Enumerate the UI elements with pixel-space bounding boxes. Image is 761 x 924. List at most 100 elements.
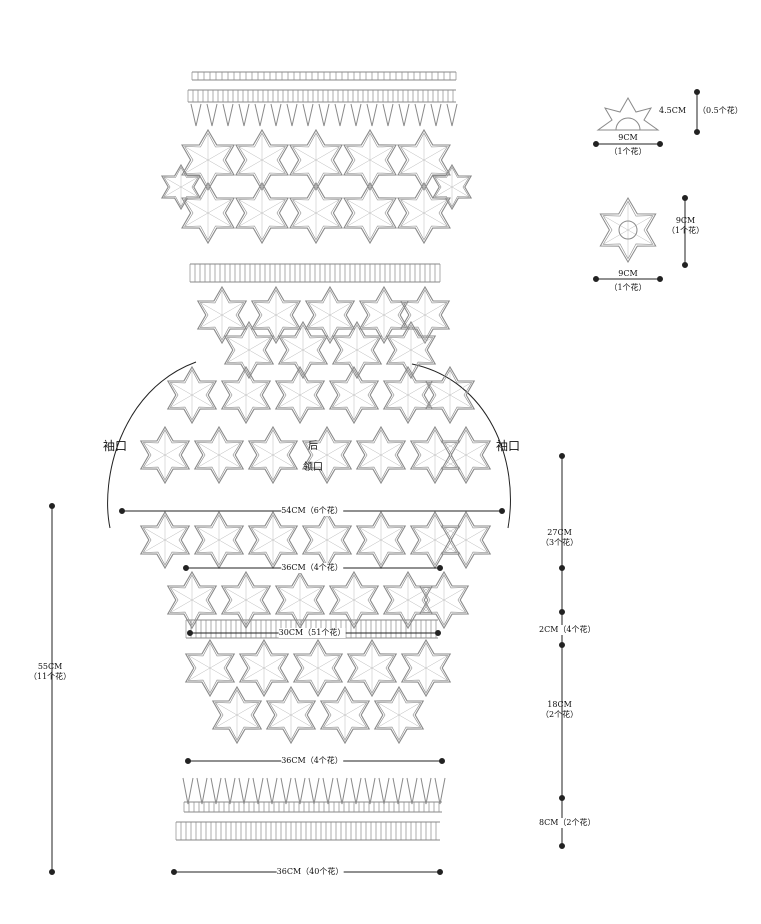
dim-dot bbox=[657, 141, 663, 147]
waist-band bbox=[185, 619, 438, 639]
motif-spoke bbox=[424, 314, 447, 328]
full-motif-width-label: 9CM bbox=[618, 269, 638, 278]
motif-outline bbox=[196, 285, 248, 345]
dim-dot bbox=[593, 276, 599, 282]
back-label: 后 bbox=[308, 441, 318, 452]
motif-flower bbox=[235, 181, 289, 245]
dim-dot bbox=[559, 609, 565, 615]
picot bbox=[336, 777, 348, 805]
motif-outline bbox=[409, 425, 461, 485]
segment-18-label: 18CM （2个花） bbox=[541, 700, 578, 720]
motif-spoke bbox=[451, 186, 470, 198]
motif-spoke bbox=[323, 714, 346, 728]
motif-flower bbox=[328, 365, 380, 425]
motif-flower bbox=[289, 181, 343, 245]
motif-spoke bbox=[407, 382, 430, 396]
motif-flower bbox=[166, 365, 218, 425]
motif-spoke bbox=[207, 146, 232, 161]
motif-spoke bbox=[410, 349, 433, 363]
neckline-label: 领口 bbox=[303, 462, 323, 473]
total-length-label: 55CM （11个花） bbox=[29, 662, 71, 682]
motif-outline bbox=[184, 638, 236, 698]
motif-outline bbox=[274, 365, 326, 425]
motif-flower bbox=[440, 425, 492, 485]
motif-outline bbox=[277, 320, 329, 380]
motif-spoke bbox=[465, 442, 488, 456]
motif-spoke bbox=[236, 714, 259, 728]
motif-spoke bbox=[449, 382, 472, 396]
motif-spoke bbox=[218, 442, 241, 456]
motif-spoke bbox=[346, 159, 371, 174]
motif-spoke bbox=[424, 302, 447, 316]
motif-flower bbox=[355, 510, 407, 570]
motif-spoke bbox=[410, 337, 433, 351]
motif-spoke bbox=[400, 159, 425, 174]
motif-spoke bbox=[292, 159, 317, 174]
motif-flower bbox=[418, 570, 470, 630]
motif-spoke bbox=[326, 442, 349, 456]
motif-flower bbox=[193, 510, 245, 570]
motif-spoke bbox=[359, 527, 382, 541]
motif-spoke bbox=[315, 199, 340, 214]
picot bbox=[182, 777, 194, 805]
motif-flower bbox=[400, 638, 452, 698]
mid-band-1 bbox=[189, 263, 441, 283]
dim-dot bbox=[437, 869, 443, 875]
motif-spoke bbox=[423, 146, 448, 161]
motif-spoke bbox=[296, 655, 319, 669]
motif-flower-edge bbox=[431, 163, 473, 211]
motif-spoke bbox=[164, 454, 187, 468]
width-30-label: 30CM（51个花） bbox=[278, 628, 346, 638]
hem-picots bbox=[182, 777, 446, 805]
motif-spoke bbox=[404, 667, 427, 681]
motif-spoke bbox=[465, 539, 488, 553]
motif-outline bbox=[139, 510, 191, 570]
motif-spoke bbox=[299, 382, 322, 396]
dim-dot bbox=[119, 508, 125, 514]
motif-spoke bbox=[163, 186, 182, 198]
motif-spoke bbox=[423, 159, 448, 174]
motif-spoke bbox=[403, 302, 426, 316]
motif-spoke bbox=[197, 527, 220, 541]
half-motif-count-label: （0.5个花） bbox=[698, 106, 743, 115]
picot bbox=[318, 103, 330, 127]
motif-spoke bbox=[245, 382, 268, 396]
motif-flower bbox=[274, 365, 326, 425]
motif-spoke bbox=[242, 667, 265, 681]
motif-flower bbox=[304, 285, 356, 345]
dim-dot bbox=[682, 262, 688, 268]
motif-spoke bbox=[296, 667, 319, 681]
motif-spoke bbox=[404, 655, 427, 669]
motif-spoke bbox=[281, 349, 304, 363]
sleeve-curve-right bbox=[411, 363, 511, 529]
motif-spoke bbox=[400, 212, 425, 227]
motif-outline bbox=[440, 510, 492, 570]
dim-55-total bbox=[49, 503, 55, 875]
motif-outline bbox=[220, 365, 272, 425]
picot bbox=[294, 777, 306, 805]
motif-spoke bbox=[332, 587, 355, 601]
motif-flower bbox=[139, 425, 191, 485]
motif-outline bbox=[328, 365, 380, 425]
motif-outline bbox=[193, 425, 245, 485]
motif-spoke bbox=[344, 702, 367, 716]
motif-outline bbox=[250, 285, 302, 345]
motif-outline bbox=[292, 638, 344, 698]
dim-dot bbox=[437, 565, 443, 571]
motif-spoke bbox=[263, 655, 286, 669]
picot bbox=[266, 777, 278, 805]
motif-spoke bbox=[251, 527, 274, 541]
motif-outline bbox=[431, 163, 473, 211]
motif-spoke bbox=[170, 382, 193, 396]
motif-spoke bbox=[371, 667, 394, 681]
full-motif-height-dim bbox=[682, 195, 688, 268]
motif-flower bbox=[440, 510, 492, 570]
motif-spoke bbox=[197, 539, 220, 553]
motif-spoke bbox=[215, 702, 238, 716]
motif-outline bbox=[265, 685, 317, 745]
motif-spoke bbox=[278, 382, 301, 396]
half-motif-sample bbox=[596, 96, 660, 131]
motif-spoke bbox=[170, 587, 193, 601]
motif-flower bbox=[301, 510, 353, 570]
motif-spoke bbox=[236, 702, 259, 716]
